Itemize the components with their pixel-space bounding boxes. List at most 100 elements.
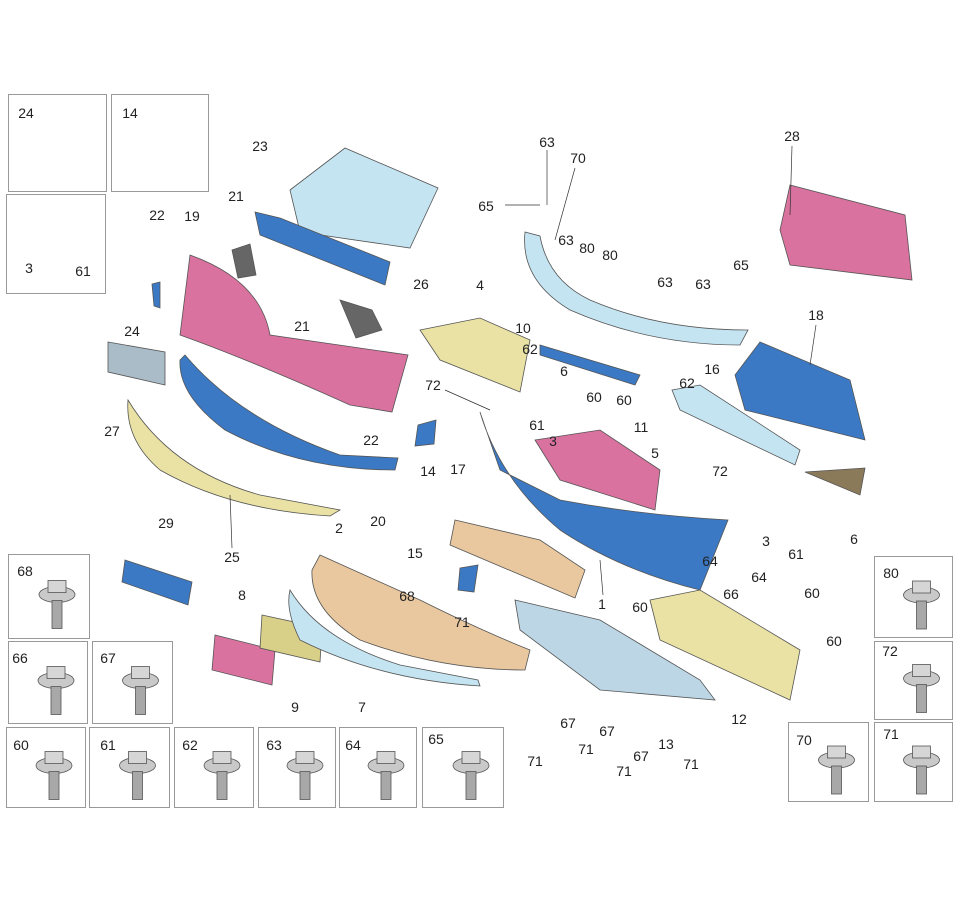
callout-71[interactable]: 71: [454, 614, 470, 630]
fastener-label-71: 71: [883, 726, 899, 742]
callout-24[interactable]: 24: [124, 323, 140, 339]
callout-13[interactable]: 13: [658, 736, 674, 752]
fastener-label-65: 65: [428, 731, 444, 747]
fastener-label-66: 66: [12, 650, 28, 666]
part-10-upper-rail: [524, 231, 749, 346]
part-19-bumper-cover: [179, 254, 409, 413]
part-21-bracket-b: [339, 299, 383, 339]
callout-3[interactable]: 3: [762, 533, 770, 549]
callout-7[interactable]: 7: [358, 699, 366, 715]
callout-14[interactable]: 14: [420, 463, 436, 479]
fastener-box-67: [92, 641, 173, 724]
callout-20[interactable]: 20: [370, 513, 386, 529]
callout-5[interactable]: 5: [651, 445, 659, 461]
part-22-cover: [414, 419, 437, 447]
callout-67[interactable]: 67: [599, 723, 615, 739]
part-4-carrier: [419, 317, 531, 393]
callout-18[interactable]: 18: [808, 307, 824, 323]
inset-box-24: [8, 94, 107, 192]
part-5-carrier: [534, 429, 661, 511]
callout-65[interactable]: 65: [478, 198, 494, 214]
callout-9[interactable]: 9: [291, 699, 299, 715]
callout-16[interactable]: 16: [704, 361, 720, 377]
callout-61[interactable]: 61: [529, 417, 545, 433]
fastener-label-61: 61: [100, 737, 116, 753]
callout-60[interactable]: 60: [632, 599, 648, 615]
callout-17[interactable]: 17: [450, 461, 466, 477]
callout-26[interactable]: 26: [413, 276, 429, 292]
fastener-61-icon: [119, 751, 156, 800]
callout-8[interactable]: 8: [238, 587, 246, 603]
callout-23[interactable]: 23: [252, 138, 268, 154]
callout-68[interactable]: 68: [399, 588, 415, 604]
fastener-box-61: [89, 727, 170, 808]
callout-80[interactable]: 80: [602, 247, 618, 263]
callout-60[interactable]: 60: [826, 633, 842, 649]
callout-63[interactable]: 63: [695, 276, 711, 292]
callout-63[interactable]: 63: [539, 134, 555, 150]
part-7-strip: [288, 588, 481, 687]
callout-21[interactable]: 21: [294, 318, 310, 334]
part-8-plate: [211, 634, 276, 686]
callout-66[interactable]: 66: [723, 586, 739, 602]
callout-11[interactable]: 11: [633, 419, 649, 435]
callout-12[interactable]: 12: [731, 711, 747, 727]
part-21-bracket: [231, 243, 257, 279]
callout-24[interactable]: 24: [18, 105, 34, 121]
callout-3[interactable]: 3: [25, 260, 33, 276]
callout-71[interactable]: 71: [683, 756, 699, 772]
fastener-box-71: [874, 722, 953, 802]
part-1-bumper-cover: [479, 411, 729, 591]
callout-4[interactable]: 4: [476, 277, 484, 293]
callout-1[interactable]: 1: [598, 596, 606, 612]
callout-21[interactable]: 21: [228, 188, 244, 204]
callout-14[interactable]: 14: [122, 105, 138, 121]
callout-71[interactable]: 71: [578, 741, 594, 757]
callout-6[interactable]: 6: [850, 531, 858, 547]
callout-67[interactable]: 67: [633, 748, 649, 764]
callout-72[interactable]: 72: [712, 463, 728, 479]
callout-64[interactable]: 64: [702, 553, 718, 569]
part-28-shield: [779, 184, 913, 281]
fastener-box-80: [874, 556, 953, 638]
fastener-64-icon: [367, 751, 405, 800]
callout-60[interactable]: 60: [616, 392, 632, 408]
callout-80[interactable]: 80: [579, 240, 595, 256]
part-16-absorber: [671, 384, 801, 466]
callout-67[interactable]: 67: [560, 715, 576, 731]
callout-70[interactable]: 70: [570, 150, 586, 166]
part-2-lower-cover: [311, 554, 531, 671]
callout-64[interactable]: 64: [751, 569, 767, 585]
inset-box-3-61: [6, 194, 106, 294]
callout-61[interactable]: 61: [75, 263, 91, 279]
callout-71[interactable]: 71: [527, 753, 543, 769]
fastener-box-68: [8, 554, 90, 639]
callout-27[interactable]: 27: [104, 423, 120, 439]
callout-22[interactable]: 22: [149, 207, 165, 223]
callout-63[interactable]: 63: [657, 274, 673, 290]
fastener-label-68: 68: [17, 563, 33, 579]
callout-63[interactable]: 63: [558, 232, 574, 248]
callout-10[interactable]: 10: [515, 320, 531, 336]
callout-60[interactable]: 60: [804, 585, 820, 601]
callout-15[interactable]: 15: [407, 545, 423, 561]
callout-62[interactable]: 62: [522, 341, 538, 357]
callout-62[interactable]: 62: [679, 375, 695, 391]
callout-3[interactable]: 3: [549, 433, 557, 449]
callout-60[interactable]: 60: [586, 389, 602, 405]
callout-2[interactable]: 2: [335, 520, 343, 536]
callout-65[interactable]: 65: [733, 257, 749, 273]
callout-6[interactable]: 6: [560, 363, 568, 379]
callout-22[interactable]: 22: [363, 432, 379, 448]
leader-lines: [229, 145, 817, 596]
callout-61[interactable]: 61: [788, 546, 804, 562]
callout-71[interactable]: 71: [616, 763, 632, 779]
fastener-box-70: [788, 722, 869, 802]
callout-72[interactable]: 72: [425, 377, 441, 393]
callout-29[interactable]: 29: [158, 515, 174, 531]
fastener-80-icon: [903, 580, 940, 630]
callout-28[interactable]: 28: [784, 128, 800, 144]
fastener-box-65: [422, 727, 504, 808]
callout-25[interactable]: 25: [224, 549, 240, 565]
callout-19[interactable]: 19: [184, 208, 200, 224]
